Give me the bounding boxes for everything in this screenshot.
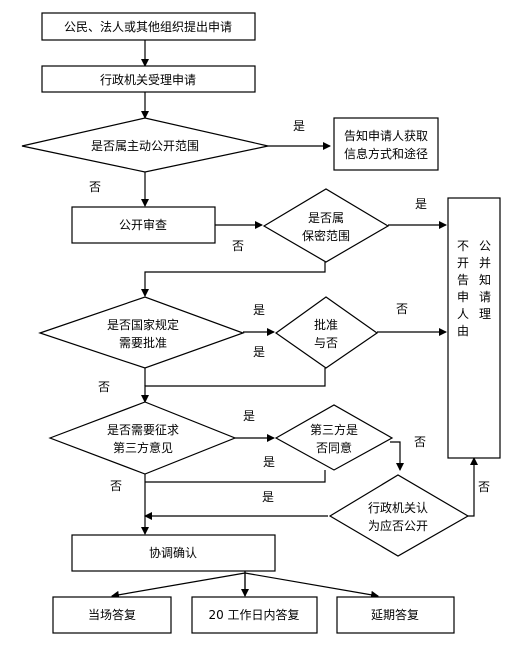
q-solicit-text-1: 是否需要征求 <box>107 423 179 437</box>
reply-now-box <box>52 596 172 634</box>
nopub-col-2: 公并知请理 <box>479 239 491 321</box>
reply-20-box <box>191 596 318 634</box>
arrow-secret-no <box>141 262 326 297</box>
third-text-1: 第三方是 <box>310 422 358 437</box>
nopub-col-1: 不开告申人由 <box>457 239 469 338</box>
label-yes-third: 是 <box>263 455 275 469</box>
reply-now-text: 当场答复 <box>88 607 136 622</box>
q-state-text-1: 是否国家规定 <box>107 317 179 332</box>
q-proactive-diamond <box>21 117 269 173</box>
label-yes-solicit: 是 <box>243 409 255 423</box>
nopub-box <box>447 197 501 459</box>
label-no-approve: 否 <box>396 302 408 316</box>
q-solicit-diamond <box>48 401 237 475</box>
notify-box <box>333 117 439 171</box>
third-text-2: 否同意 <box>316 440 352 455</box>
q-state-text-2: 需要批准 <box>119 335 167 350</box>
coordinate-box <box>71 534 276 572</box>
label-no-proactive: 否 <box>89 180 101 194</box>
review-box <box>71 206 216 244</box>
q-secret-diamond <box>262 188 390 263</box>
accept-text: 行政机关受理申请 <box>100 73 196 87</box>
coordinate-text: 协调确认 <box>149 545 197 560</box>
label-yes-agency: 是 <box>262 490 274 504</box>
approve-diamond <box>274 296 379 369</box>
reply-20-text: 20 工作日内答复 <box>208 607 299 622</box>
reply-ext-text: 延期答复 <box>371 607 419 622</box>
label-no-secret: 否 <box>232 239 244 253</box>
approve-text-1: 批准 <box>314 317 338 332</box>
approve-text-2: 与否 <box>314 336 338 350</box>
label-no-third: 否 <box>414 435 426 449</box>
q-solicit-text-2: 第三方意见 <box>113 440 173 455</box>
agency-text-2: 为应否公开 <box>368 518 428 533</box>
review-text: 公开审查 <box>119 217 167 232</box>
apply-box <box>41 12 256 41</box>
apply-text: 公民、法人或其他组织提出申请 <box>64 19 232 34</box>
agency-text-1: 行政机关认 <box>368 501 428 515</box>
notify-text-2: 信息方式和途径 <box>344 146 428 161</box>
arrow-approve-yes <box>141 368 326 403</box>
arrow-coord-ext <box>244 572 379 599</box>
reply-ext-box <box>336 596 455 634</box>
third-diamond <box>274 404 394 471</box>
label-no-state: 否 <box>98 380 110 394</box>
notify-text-1: 告知申请人获取 <box>344 129 428 143</box>
arrow-agency-no <box>468 457 478 517</box>
label-yes-secret: 是 <box>415 197 427 211</box>
q-secret-text-2: 保密范围 <box>302 228 350 243</box>
arrow-coord-now <box>111 572 246 599</box>
q-secret-text-1: 是否属 <box>308 211 344 225</box>
arrow-third-yes <box>145 470 326 483</box>
label-no-solicit: 否 <box>110 479 122 493</box>
label-yes-proactive: 是 <box>293 119 305 133</box>
arrow-third-no <box>390 441 404 471</box>
label-no-agency: 否 <box>478 480 490 494</box>
agency-diamond <box>328 474 470 557</box>
q-state-diamond <box>38 296 245 369</box>
q-proactive-text: 是否属主动公开范围 <box>91 139 199 153</box>
connectors <box>111 40 478 599</box>
label-yes-approve: 是 <box>253 345 265 359</box>
label-yes-state: 是 <box>253 303 265 317</box>
accept-box <box>41 65 256 93</box>
